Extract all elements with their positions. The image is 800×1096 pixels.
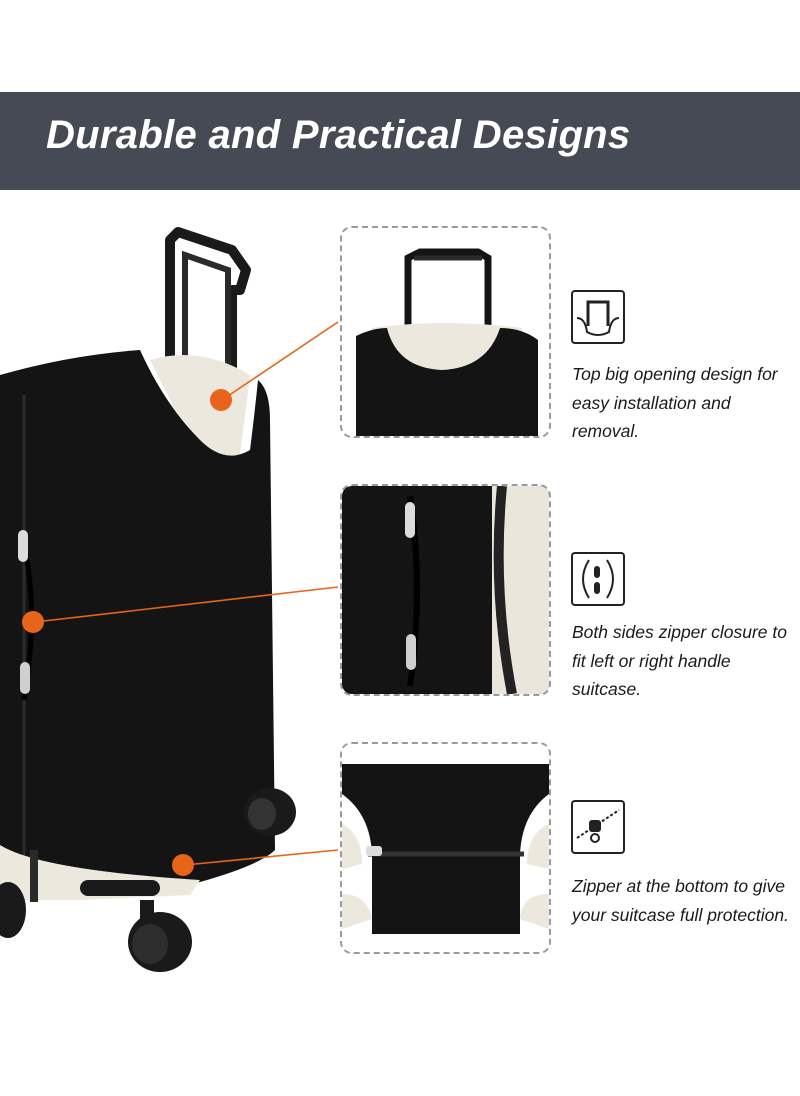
title-banner: Durable and Practical Designs — [0, 92, 800, 190]
top-opening-photo — [356, 248, 538, 436]
detail-panel-top-opening — [340, 226, 551, 438]
side-zipper-photo — [342, 486, 549, 694]
handle-opening-icon — [571, 290, 625, 344]
suitcase-hero-image — [0, 227, 296, 972]
bottom-zipper-photo — [342, 744, 549, 952]
callout-line-bottom — [184, 849, 339, 866]
side-zipper-icon — [571, 552, 625, 606]
feature-caption-top-opening: Top big opening design for easy installa… — [572, 364, 778, 441]
feature-caption-bottom-zipper: Zipper at the bottom to give your suitca… — [572, 876, 789, 925]
callout-line-top — [221, 321, 339, 401]
detail-panel-bottom-zipper — [340, 742, 551, 954]
banner-title: Durable and Practical Designs — [46, 113, 631, 157]
callout-line-middle — [34, 586, 339, 623]
feature-caption-side-zipper: Both sides zipper closure to fit left or… — [572, 622, 787, 699]
bottom-zipper-icon — [571, 800, 625, 854]
detail-panel-side-zipper — [340, 484, 551, 696]
